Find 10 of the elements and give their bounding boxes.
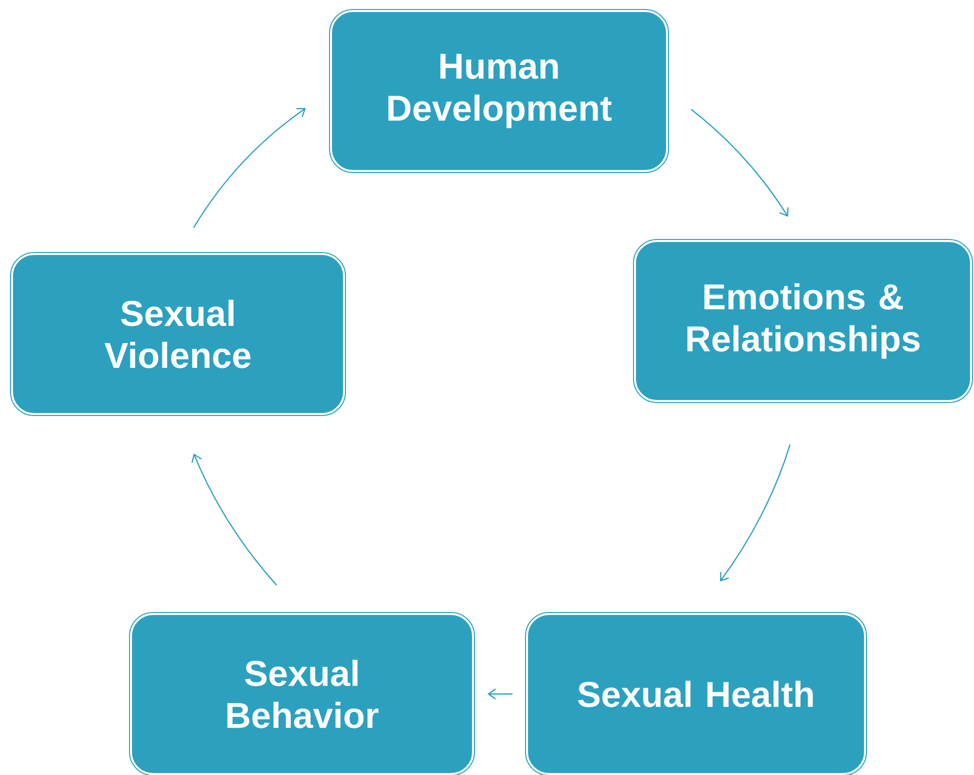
process-box: Sexual Violence	[10, 252, 346, 416]
process-box: Human Development	[329, 8, 669, 173]
process-box: Emotions & Relationships	[633, 238, 973, 403]
process-box: Sexual Behavior	[129, 612, 475, 775]
arrow	[690, 108, 789, 217]
arrow	[488, 688, 512, 700]
process-box: Sexual Health	[525, 612, 867, 775]
arrow	[191, 453, 278, 586]
arrow	[720, 444, 791, 582]
arrow	[193, 108, 306, 228]
